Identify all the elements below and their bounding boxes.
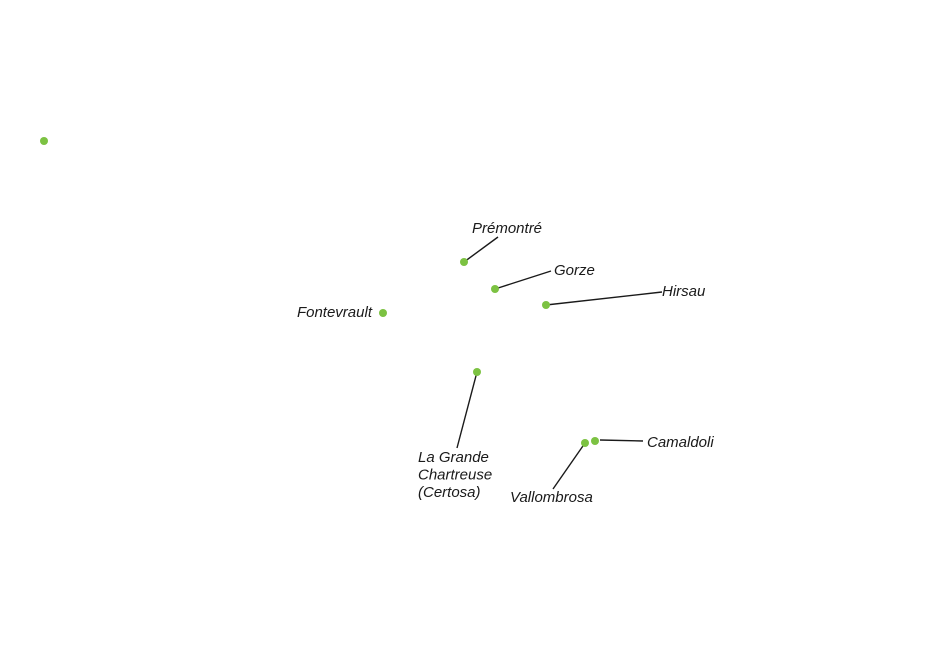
premontre-label: Prémontré (472, 220, 542, 237)
la-grande-chartreuse-marker[interactable] (473, 368, 481, 376)
hirsau-leader-line (545, 291, 663, 306)
camaldoli-label: Camaldoli (647, 434, 714, 451)
gorze-label-line: Gorze (554, 262, 595, 279)
camaldoli-leader-line (599, 439, 644, 442)
gorze-leader-line (494, 270, 552, 290)
premontre-label-line: Prémontré (472, 220, 542, 237)
vallombrosa-label-line: Vallombrosa (510, 489, 593, 506)
la-grande-chartreuse-leader-line (456, 371, 478, 449)
fontevrault-marker[interactable] (379, 309, 387, 317)
vallombrosa-leader-line (552, 442, 586, 490)
site-markers (40, 137, 599, 447)
fontevrault-label-line: Fontevrault (297, 304, 373, 321)
hirsau-label-line: Hirsau (662, 283, 706, 300)
leader-lines (456, 236, 663, 490)
hirsau-label: Hirsau (662, 283, 706, 300)
camaldoli-marker[interactable] (591, 437, 599, 445)
vallombrosa-marker[interactable] (581, 439, 589, 447)
la-grande-chartreuse-label-line: La Grande (418, 449, 489, 466)
la-grande-chartreuse-label-line: (Certosa) (418, 484, 481, 501)
premontre-marker[interactable] (460, 258, 468, 266)
hirsau-marker[interactable] (542, 301, 550, 309)
gorze-label: Gorze (554, 262, 595, 279)
la-grande-chartreuse-label-line: Chartreuse (418, 467, 492, 484)
unlabeled-marker[interactable] (40, 137, 48, 145)
fontevrault-label: Fontevrault (297, 304, 373, 321)
vallombrosa-label: Vallombrosa (510, 489, 593, 506)
premontre-leader-line (463, 236, 499, 263)
camaldoli-label-line: Camaldoli (647, 434, 714, 451)
gorze-marker[interactable] (491, 285, 499, 293)
